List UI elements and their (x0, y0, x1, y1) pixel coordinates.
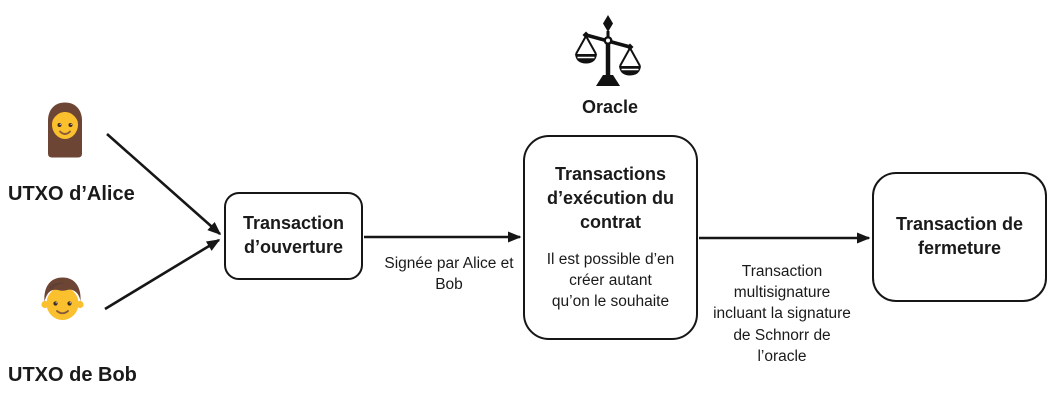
node-body-line: Il est possible d’en (546, 250, 675, 268)
balance-scales-icon (575, 15, 641, 86)
edge-label-line: Signée par Alice et (384, 255, 514, 272)
arrow-bob-to-opening (104, 238, 221, 311)
node-title: Transactions d’exécution du contrat (547, 163, 674, 234)
edge-label-line: l’oracle (757, 347, 807, 365)
node-closing-transaction: Transaction de fermeture (872, 172, 1047, 302)
node-title-line: Transaction (242, 213, 345, 234)
edge-label-line: Transaction (741, 263, 823, 280)
node-title-line: d’exécution du (546, 188, 674, 208)
node-title-line: Transactions (554, 164, 667, 185)
node-title-line: Transaction de (895, 214, 1024, 235)
node-title-line: d’ouverture (243, 237, 344, 257)
woman-emoji (48, 102, 82, 158)
edge-label-multisignature-schnorr: Transaction multisignature incluant la s… (697, 261, 867, 367)
actor-label-bob: UTXO de Bob (8, 364, 137, 386)
node-title: Transaction d’ouverture (243, 212, 344, 260)
node-title-line: contrat (579, 211, 641, 232)
oracle-label: Oracle (581, 97, 639, 117)
edge-label-line: multisignature (733, 284, 831, 302)
node-execution-transactions: Transactions d’exécution du contrat Il e… (523, 135, 698, 340)
node-body-line: qu’on le souhaite (551, 292, 670, 310)
boy-emoji (41, 277, 84, 320)
node-title: Transaction de fermeture (896, 213, 1023, 261)
actor-label-alice: UTXO d’Alice (8, 183, 135, 205)
node-opening-transaction: Transaction d’ouverture (224, 192, 363, 280)
node-body-line: créer autant (569, 271, 652, 289)
edge-label-line: incluant la signature (713, 305, 851, 323)
node-body: Il est possible d’en créer autant qu’on … (547, 249, 675, 312)
edge-label-signed-by-alice-and-bob: Signée par Alice et Bob (364, 253, 534, 295)
edge-label-line: Bob (435, 276, 463, 294)
edge-label-line: de Schnorr de (733, 326, 831, 344)
node-title-line: fermeture (917, 238, 1001, 258)
